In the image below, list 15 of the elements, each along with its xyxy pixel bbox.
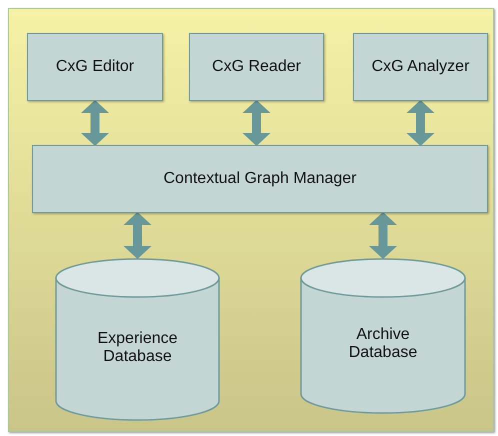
node-label: CxG Editor [56, 58, 134, 76]
double-arrow [124, 212, 152, 259]
node-label: Contextual Graph Manager [164, 170, 356, 188]
double-arrow [242, 100, 270, 146]
process-box [32, 145, 488, 213]
node-label: Experience Database [96, 330, 179, 366]
double-arrow [406, 100, 434, 146]
node-label: Archive Database [348, 326, 418, 362]
node-label: CxG Analyzer [372, 58, 470, 76]
process-box [27, 33, 163, 101]
double-arrow [81, 100, 109, 146]
double-arrow [369, 212, 397, 259]
node-label: CxG Reader [212, 58, 301, 76]
process-box [189, 33, 324, 101]
process-box [353, 33, 488, 101]
